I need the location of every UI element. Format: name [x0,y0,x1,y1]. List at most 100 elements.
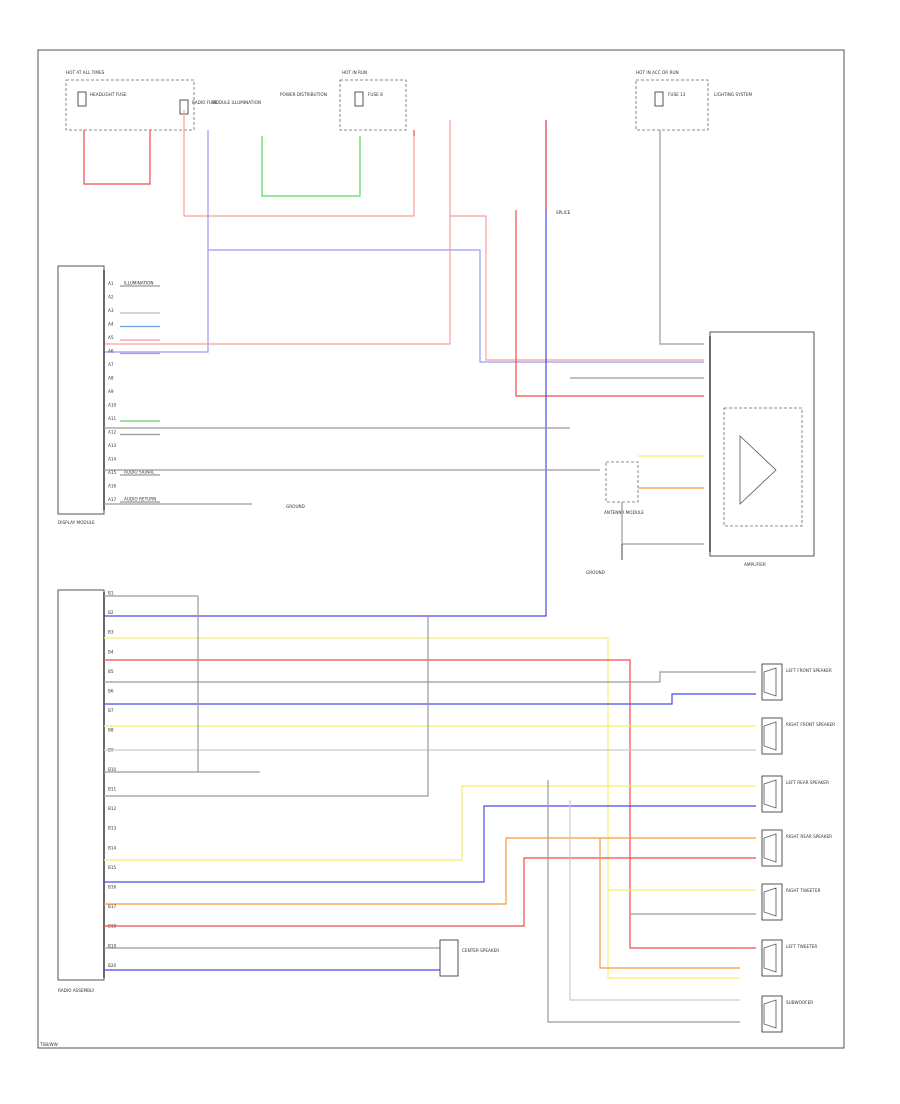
speaker-sub: SUBWOOFER [761,995,813,1033]
radio-pin-number: B13 [108,826,117,831]
note-splice: SPLICE [556,210,571,215]
note-lighting: LIGHTING SYSTEM [714,92,753,97]
radio-pin-number: B6 [108,689,114,694]
display-pin-row: A16 [108,484,117,489]
speaker-lf_door: LEFT FRONT SPEAKER [761,663,832,701]
amplifier-label: AMPLIFIER [744,562,766,567]
radio-pin-number: B10 [108,767,117,772]
display-pin-number: A11 [108,416,117,421]
radio-pin-row: B11 [108,787,117,792]
speaker-label: LEFT FRONT SPEAKER [786,668,832,673]
display-pin-number: A2 [108,295,114,300]
speaker-box [761,995,783,1033]
radio-pin-rows: B1B2B3B4B5B6B7B8B9B10B11B12B13B14B15B16B… [108,591,117,968]
center-speaker-box [439,939,459,977]
fuse-acc-label: FUSE 13 [668,92,686,97]
speaker-box [761,775,783,813]
radio-pin-row: B14 [108,845,117,850]
speaker-lf_tweet: LEFT TWEETER [761,939,817,977]
radio-pin-row: B10 [108,767,117,772]
display-pin-number: A9 [108,389,114,394]
wire-red-splice [515,210,704,397]
wire-r2 [104,637,740,979]
display-pin-number: A1 [108,281,114,286]
radio-pin-row: B15 [108,865,117,870]
radio-pin-row: B2 [108,610,114,615]
wire-gray-acc [659,130,704,345]
display-pin-row: A10 [108,403,117,408]
footer-code: TSB/WW [39,1042,58,1047]
amplifier-internal [723,407,803,527]
fuse-acc [654,91,664,107]
fuse-box-hot-at-all-times: HOT AT ALL TIMES HEADLIGHT FUSE RADIO FU… [65,70,218,131]
radio-pin-number: B7 [108,708,114,713]
display-pin-row: A1 ILLUMINATION [108,281,160,287]
display-pin-row: A12 [108,430,160,436]
speaker-label: SUBWOOFER [786,1000,813,1005]
wire-r5 [104,693,756,705]
speaker-cone [763,887,777,917]
display-pin-row: A9 [108,389,114,394]
radio-pin-number: B19 [108,943,117,948]
display-pin-row: A17 AUDIO RETURN [108,497,160,503]
radio-pin-row: B8 [108,728,114,733]
amplifier-box [709,331,815,557]
speaker-label: LEFT REAR SPEAKER [786,780,829,785]
radio-pin-number: B17 [108,904,117,909]
wire-r11 [104,785,756,861]
radio-pin-row: B6 [108,689,114,694]
display-module-label: DISPLAY MODULE [58,520,95,525]
radio-pin-number: B1 [108,591,114,596]
fuse-box-hot-in-run: HOT IN RUN FUSE 8 [339,70,407,131]
speaker-rr_door: RIGHT REAR SPEAKER [761,829,832,867]
radio-assembly-label: RADIO ASSEMBLY [58,988,95,993]
radio-pin-row: B7 [108,708,114,713]
display-pin-number: A4 [108,322,114,327]
note-dimmer: MODULE ILLUMINATION [212,100,261,105]
display-pin-row: A5 [108,335,160,341]
radio-pin-number: B5 [108,669,114,674]
wire-r3 [104,659,740,949]
display-pin-number: A17 [108,497,117,502]
display-pin-label: ILLUMINATION [124,281,154,286]
fuse-box-title: HOT IN RUN [342,70,367,75]
wire-r13 [104,837,756,905]
amplifier-symbol [739,435,777,505]
speaker-cone [763,667,777,697]
speaker-cone [763,999,777,1029]
display-pin-number: A3 [108,308,114,313]
display-pin-label: AUDIO RETURN [124,497,156,502]
display-pin-number: A5 [108,335,114,340]
wires-top [83,110,704,617]
radio-pin-row: B1 [108,591,114,596]
speaker-rr_tweet: RIGHT TWEETER [761,883,821,921]
wire-r17 [547,780,740,1023]
radio-pin-number: B15 [108,865,117,870]
wire-pink-power [183,110,415,217]
display-pin-number: A10 [108,403,117,408]
display-pin-number: A16 [108,484,117,489]
display-pin-label: AUDIO SIGNAL [124,470,155,475]
fuse-run-label: FUSE 8 [368,92,383,97]
speaker-cone [763,943,777,973]
wire-r19 [599,838,740,969]
radio-pin-row: B4 [108,649,114,654]
wire-r4 [104,671,756,683]
radio-pin-row: B13 [108,826,117,831]
radio-pin-number: B2 [108,610,114,615]
radio-pin-number: B11 [108,787,117,792]
fuse-box-title: HOT IN ACC OR RUN [636,70,679,75]
wire-gray-splice [104,120,547,617]
display-pin-row: A14 [108,457,117,462]
speaker-cone [763,779,777,809]
speaker-label: RIGHT FRONT SPEAKER [786,722,835,727]
speaker-box [761,829,783,867]
wire-r14 [104,857,756,927]
wire-r18 [569,800,740,1001]
wire-green [261,136,361,197]
amplifier: AMPLIFIER [709,331,815,567]
display-pin-number: A14 [108,457,117,462]
display-pin-number: A7 [108,362,114,367]
